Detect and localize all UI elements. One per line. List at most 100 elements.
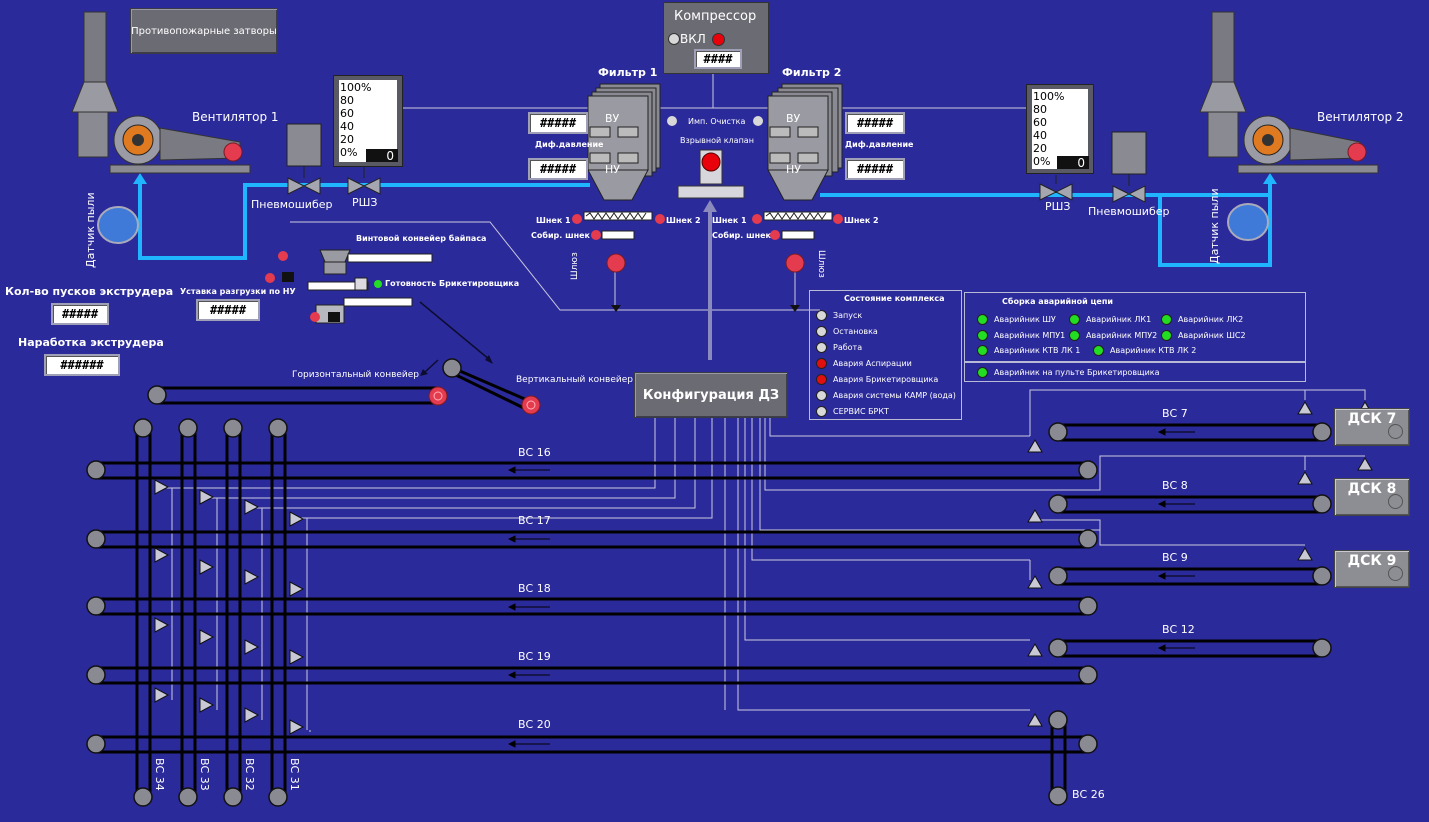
blast-valve-label: Взрывной клапан: [680, 136, 754, 145]
unload-setpoint-value[interactable]: #####: [196, 299, 260, 321]
filter2-screw1: Шнек 1: [712, 216, 747, 225]
filter2-diff-label: Диф.давление: [845, 140, 914, 149]
status-lamp-icon: [816, 390, 827, 401]
vertical-conveyor-label: Вертикальный конвейер: [516, 375, 633, 385]
dsk8-pulley-icon: [1388, 494, 1403, 509]
state-item: Работа: [816, 342, 862, 353]
fan1-graphic: [71, 11, 251, 174]
extruder-runtime-value: ######: [44, 354, 120, 376]
filter2-vu: ВУ: [786, 112, 801, 125]
gauge-right-ticks: 100% 80 60 40 20 0%: [1033, 90, 1065, 168]
fan2-label: Вентилятор 2: [1317, 110, 1404, 124]
emergency-item: Аварийник МПУ2: [1069, 330, 1157, 341]
emergency-item: Аварийник МПУ1: [977, 330, 1065, 341]
bypass-conveyor-graphic: [265, 249, 433, 324]
vs12-label: ВС 12: [1162, 623, 1195, 636]
status-lamp-icon: [977, 367, 988, 378]
filter2-value-top: #####: [845, 112, 905, 134]
filter2-title: Фильтр 2: [782, 66, 842, 79]
pneumo-right-label: Пневмошибер: [1088, 205, 1170, 218]
dust-sensor-right-label: Датчик пыли: [1208, 188, 1221, 264]
filter2-sluice: Шлюз: [816, 250, 826, 278]
vs19-label: ВС 19: [518, 650, 551, 663]
filter2-collect-screw: Собир. шнек: [712, 231, 771, 240]
filter1-sluice: Шлюз: [570, 252, 580, 280]
bypass-screw-label: Винтовой конвейер байпаса: [356, 234, 487, 243]
emergency-item: Аварийник КТВ ЛК 2: [1093, 345, 1196, 356]
filter1-screw2: Шнек 2: [666, 216, 701, 225]
config-dz-button[interactable]: Конфигурация ДЗ: [634, 372, 788, 418]
status-lamp-icon: [1093, 345, 1104, 356]
horizontal-conveyor-label: Горизонтальный конвейер: [292, 370, 420, 380]
status-lamp-icon: [1161, 314, 1172, 325]
filter2-graphic: [752, 83, 843, 273]
state-item: Остановка: [816, 326, 878, 337]
gauge-left: 100% 80 60 40 20 0% 0: [333, 75, 403, 167]
filter1-screw1: Шнек 1: [536, 216, 571, 225]
extruder-starts-label: Кол-во пусков экструдера: [5, 285, 174, 298]
dsk9-pulley-icon: [1388, 566, 1403, 581]
compressor-value: ####: [694, 49, 742, 69]
gauge-right-value: 0: [1057, 156, 1089, 170]
briquetting-ready-label: Готовность Брикетировщика: [385, 279, 520, 288]
status-lamp-icon: [977, 345, 988, 356]
filter1-graphic: [572, 83, 665, 273]
status-lamp-icon: [1161, 330, 1172, 341]
vs18-label: ВС 18: [518, 582, 551, 595]
state-item: Авария системы КАМР (вода): [816, 390, 956, 401]
vs9-label: ВС 9: [1162, 551, 1188, 564]
filter1-nu: НУ: [605, 163, 620, 176]
dsk7-label: ДСК 7: [1347, 411, 1397, 427]
compressor-title: Компрессор: [674, 9, 757, 24]
emergency-item: Аварийник КТВ ЛК 1: [977, 345, 1080, 356]
filter2-nu: НУ: [786, 163, 801, 176]
rshz-left-label: РШЗ: [352, 196, 378, 209]
emergency-panel-title: Сборка аварийной цепи: [1002, 297, 1113, 306]
vs26-label: ВС 26: [1072, 788, 1105, 801]
fan2-graphic: [1199, 11, 1379, 174]
status-lamp-icon: [816, 406, 827, 417]
dsk7-box[interactable]: ДСК 7: [1334, 408, 1410, 446]
status-lamp-icon: [977, 314, 988, 325]
emergency-item: Аварийник ЛК2: [1161, 314, 1243, 325]
status-lamp-icon: [816, 374, 827, 385]
emergency-bottom-panel: Аварийник на пульте Брикетировщика: [964, 362, 1306, 382]
vs20-label: ВС 20: [518, 718, 551, 731]
compressor-status-lamp: [668, 33, 680, 45]
fire-shutters-button[interactable]: Противопожарные затворы: [130, 8, 278, 54]
dsk9-box[interactable]: ДСК 9: [1334, 550, 1410, 588]
gauge-left-ticks: 100% 80 60 40 20 0%: [340, 81, 372, 159]
fan1-label: Вентилятор 1: [192, 110, 279, 124]
compressor-panel[interactable]: Компрессор ВКЛ ####: [663, 2, 769, 74]
emergency-item: Аварийник ШС2: [1161, 330, 1246, 341]
filter2-value-bottom: #####: [845, 158, 905, 180]
vs32-label: ВС 32: [243, 758, 256, 791]
status-lamp-icon: [1069, 330, 1080, 341]
status-lamp-icon: [1069, 314, 1080, 325]
status-lamp-icon: [977, 330, 988, 341]
compressor-alarm-lamp: [712, 33, 725, 46]
dsk7-pulley-icon: [1388, 424, 1403, 439]
filter2-screw2: Шнек 2: [844, 216, 879, 225]
extruder-runtime-label: Наработка экструдера: [18, 336, 164, 349]
imp-cleaning-label: Имп. Очистка: [688, 117, 746, 126]
vs31-label: ВС 31: [288, 758, 301, 791]
vs7-label: ВС 7: [1162, 407, 1188, 420]
vs34-label: ВС 34: [153, 758, 166, 791]
state-item: СЕРВИС БРКТ: [816, 406, 889, 417]
state-item: Авария Брикетировщика: [816, 374, 938, 385]
unload-setpoint-label: Уставка разгрузки по НУ: [180, 287, 296, 296]
dsk8-box[interactable]: ДСК 8: [1334, 478, 1410, 516]
status-lamp-icon: [816, 326, 827, 337]
status-lamp-icon: [816, 342, 827, 353]
vs17-label: ВС 17: [518, 514, 551, 527]
compressor-on-label: ВКЛ: [680, 32, 706, 46]
filter1-diff-label: Диф.давление: [535, 140, 604, 149]
emergency-bottom-item: Аварийник на пульте Брикетировщика: [977, 367, 1160, 378]
state-panel-title: Состояние комплекса: [844, 294, 945, 303]
state-item: Запуск: [816, 310, 862, 321]
filter1-vu: ВУ: [605, 112, 620, 125]
vs16-label: ВС 16: [518, 446, 551, 459]
